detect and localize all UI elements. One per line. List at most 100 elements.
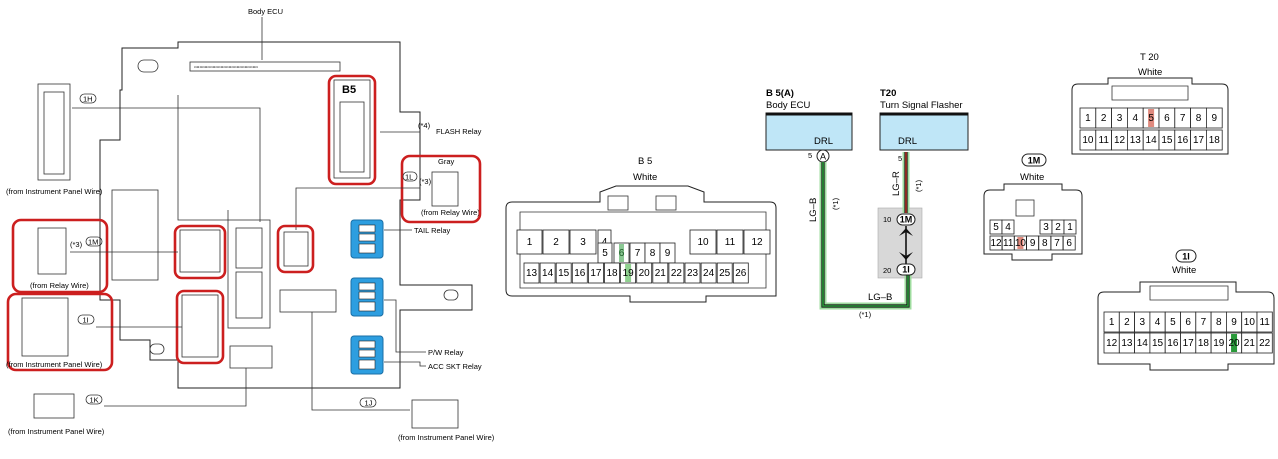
highlight-block-1i [175,289,225,365]
mount-hole [149,343,165,355]
pin-label: 12 [1106,338,1118,349]
inline-connector-1m-text: 1M [900,215,913,225]
t20-id: T20 [880,88,896,99]
note-1-bottom: (*1) [859,310,872,319]
conn-1m-text: 1M [88,238,98,247]
connector-arrow-down [899,252,913,260]
conn-1m-key [1015,199,1035,217]
t20-connector-color: White [1138,67,1162,78]
pin-label: 5 [993,222,999,233]
t20-connector-outline [1071,77,1229,155]
pin-label: 11 [725,237,736,248]
pw-relay-label: P/W Relay [428,348,464,357]
ecu-strip [189,61,341,72]
pin-label: 7 [1054,238,1060,249]
pin-cell [523,262,540,284]
pin-cell [571,262,588,284]
mount-hole [443,289,459,301]
pin-label: 1 [1109,317,1115,328]
pin-cell [542,229,570,255]
conn-a-text: A [820,152,826,162]
pin-1m-number: 10 [883,215,891,224]
conn-id-1h [79,93,97,104]
pin-label: 3 [1043,222,1049,233]
block-connector-1k [229,345,273,369]
pin-cell [516,229,543,255]
inline-connector-1m [896,213,916,226]
connector-arrow-up [899,228,913,236]
t20-pin: 5 [898,154,902,163]
connector-1j [411,399,459,429]
pin-wire-highlight [1017,237,1024,249]
from-relay-wire-right: (from Relay Wire) [421,208,480,217]
block-connector-1j [279,289,337,313]
pin-label: 18 [606,268,618,279]
pin-label: 24 [703,268,715,279]
flash-relay-label: FLASH Relay [436,127,482,136]
block-connector-1m [179,229,221,273]
pin-1i-number: 20 [883,266,891,275]
conn-1i-text: 1I [83,316,89,325]
pin-cell [716,229,744,255]
pin-label: 9 [1231,317,1237,328]
from-ip-wire-1h: (from Instrument Panel Wire) [6,187,103,196]
pin-cell [732,262,749,284]
pin-cell [1256,311,1273,333]
note-1-left: (*1) [831,197,840,210]
conn-1m-title: 1M [1028,156,1041,166]
pin-cell [569,229,597,255]
pin-label: 1 [1085,113,1091,124]
body-ecu-label: Body ECU [248,7,283,16]
pin-wire-highlight [1231,334,1238,352]
pin-label: 8 [1216,317,1222,328]
pin-label: 22 [671,268,683,279]
wire-lgb-label-horizontal: LG–B [868,292,892,303]
pin-label: 13 [526,268,538,279]
b5-pin: 5 [808,151,812,160]
fuse-block [227,219,271,329]
pin-cell [588,262,604,284]
connector-1h [37,83,71,181]
connector-1i [21,297,69,357]
b5-connector-title: B 5 [638,156,652,167]
block-connector-1i [181,294,219,358]
conn-1i-latch [1149,285,1229,301]
fuse-block-inner [235,227,263,269]
conn-1i-title: 1I [1182,252,1190,262]
pin-label: 14 [1137,338,1149,349]
pin-cell [716,262,733,284]
pin-label: 3 [580,237,586,248]
pin-cell [652,262,669,284]
b5-ecu-box [765,112,853,151]
pin-label: 8 [1042,238,1048,249]
pin-label: 2 [1055,222,1061,233]
pin-label: 15 [1161,135,1173,146]
pin-label: 12 [990,238,1002,249]
b5-connector-face: B 5 White 123456789101112131415161718192… [505,156,777,303]
pin-cell [1206,107,1223,129]
pin-cell [604,262,620,284]
from-ip-wire-1i: (from Instrument Panel Wire) [6,360,103,369]
connector-1h-inner [43,91,65,175]
t20-latch [1111,85,1189,101]
b5-id: B 5(A) [766,88,794,99]
pin-label: 19 [1213,338,1225,349]
pin-label: 8 [1196,113,1202,124]
pin-label: 20 [639,268,651,279]
note-1-right: (*1) [914,179,923,192]
pin-cell [743,229,771,255]
from-ip-wire-1j: (from Instrument Panel Wire) [398,433,495,442]
pin-label: 7 [1201,317,1207,328]
conn-1m-color: White [1020,172,1044,183]
pin-label: 4 [1005,222,1011,233]
conn-1k-text: 1K [90,396,99,405]
centre-connector [283,231,309,267]
pin-label: 3 [1117,113,1123,124]
inline-connector-1i [896,263,916,276]
internal-panel [111,189,159,281]
